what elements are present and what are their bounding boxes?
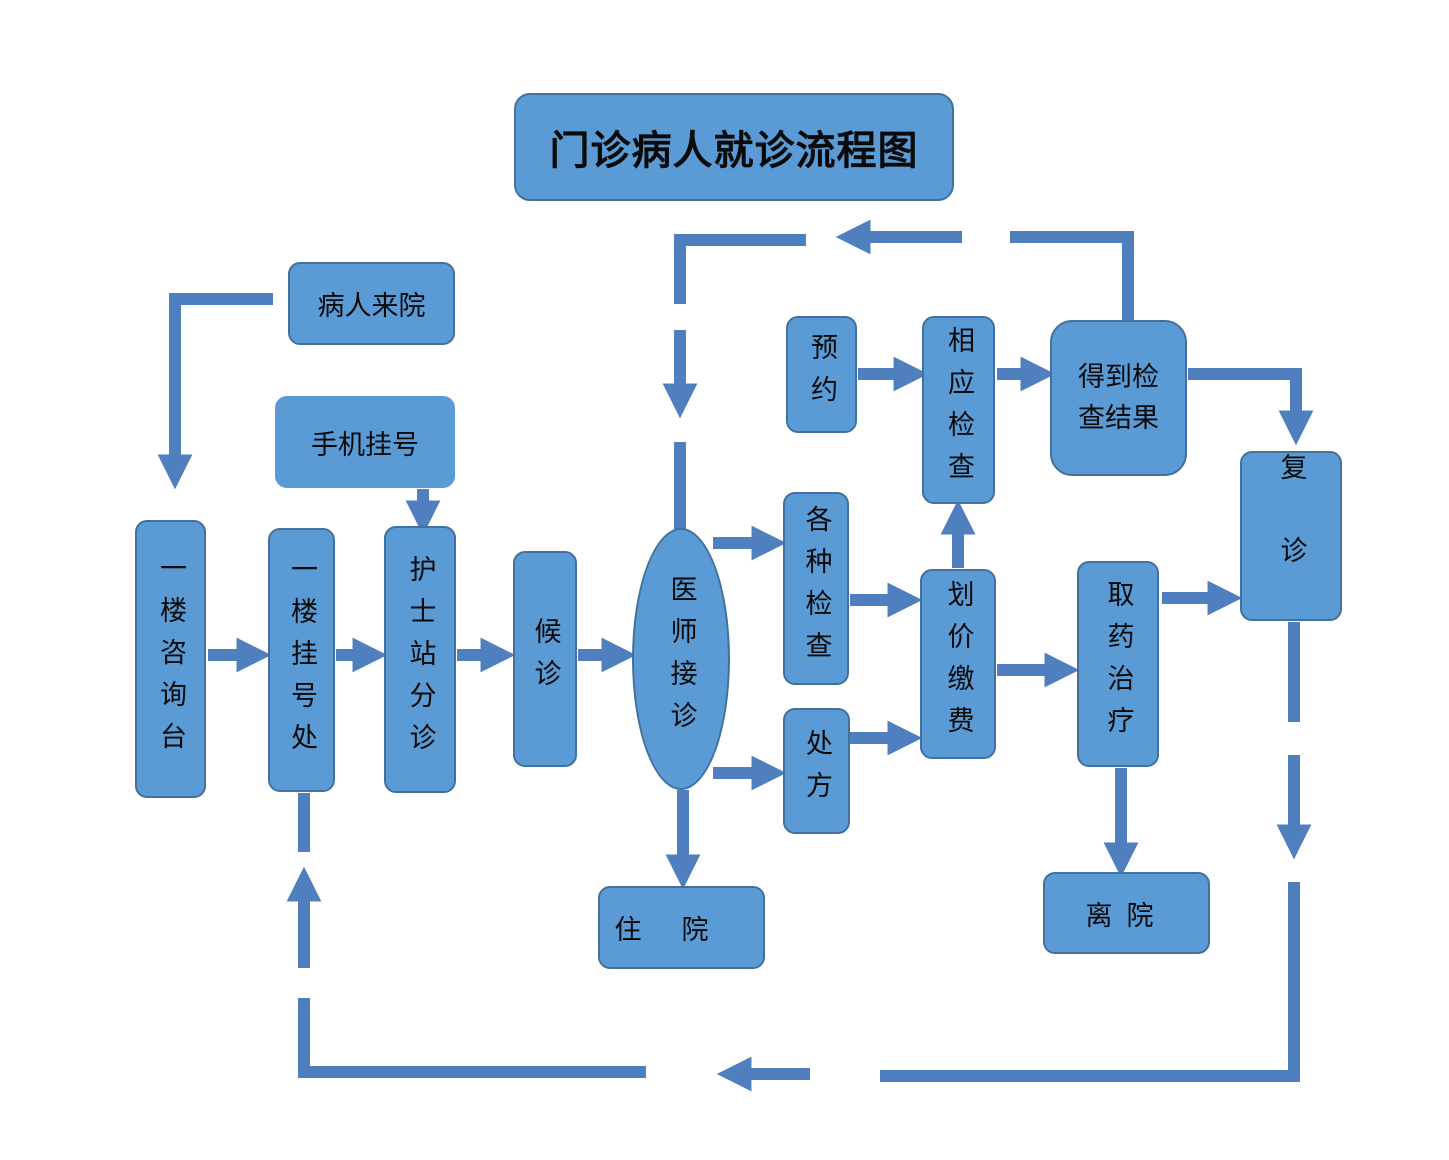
node-followup: 复诊: [1240, 451, 1342, 621]
loop-bottom-right: [880, 882, 1300, 1082]
diagram-title-text: 门诊病人就诊流程图: [549, 128, 919, 174]
node-discharge: 离院: [1043, 872, 1210, 954]
node-payment-label: 划价缴费: [942, 580, 974, 748]
node-mobile-registration: 手机挂号: [275, 396, 455, 488]
node-medication: 取药治疗: [1077, 561, 1159, 767]
node-prescription-label: 处方: [801, 729, 832, 813]
node-corresponding-exam-label: 相应检查: [943, 326, 974, 494]
node-prescription: 处方: [783, 708, 850, 834]
node-arrival: 病人来院: [288, 262, 455, 345]
node-waiting: 候诊: [513, 551, 577, 767]
arrow-arrival-to-info-desk: [157, 293, 273, 490]
node-appointment-label: 预约: [806, 332, 837, 417]
node-appointment: 预约: [786, 316, 857, 433]
diagram-title: 门诊病人就诊流程图: [514, 93, 954, 201]
node-medication-label: 取药治疗: [1102, 580, 1134, 748]
node-nurse-triage: 护士站分诊: [384, 526, 456, 793]
node-discharge-label: 离院: [1085, 900, 1168, 932]
loop-top-left: [674, 234, 806, 304]
loop-results-up: [1010, 231, 1134, 320]
node-doctor: 医师接诊: [632, 528, 730, 790]
node-registration: 一楼挂号处: [268, 528, 335, 792]
node-results: 得到检查结果: [1050, 320, 1187, 476]
node-hospitalization-label: 住院: [614, 915, 749, 946]
node-nurse-triage-label: 护士站分诊: [404, 554, 436, 765]
node-hospitalization: 住院: [598, 886, 765, 969]
node-corresponding-exam: 相应检查: [922, 316, 995, 504]
loop-bottom-left: [298, 998, 646, 1078]
node-payment: 划价缴费: [920, 569, 996, 759]
node-results-label: 得到检查结果: [1078, 362, 1159, 434]
node-followup-label: 复诊: [1275, 453, 1307, 619]
node-info-desk: 一楼咨询台: [135, 520, 206, 798]
node-mobile-registration-label: 手机挂号: [311, 429, 419, 461]
arrow-results-to-followup: [1188, 368, 1314, 446]
node-info-desk-label: 一楼咨询台: [155, 554, 186, 764]
node-arrival-label: 病人来院: [317, 291, 426, 322]
node-waiting-label: 候诊: [529, 617, 561, 701]
node-exams: 各种检查: [783, 492, 849, 685]
node-exams-label: 各种检查: [800, 504, 832, 673]
node-doctor-label: 医师接诊: [665, 575, 697, 743]
node-registration-label: 一楼挂号处: [286, 555, 317, 765]
